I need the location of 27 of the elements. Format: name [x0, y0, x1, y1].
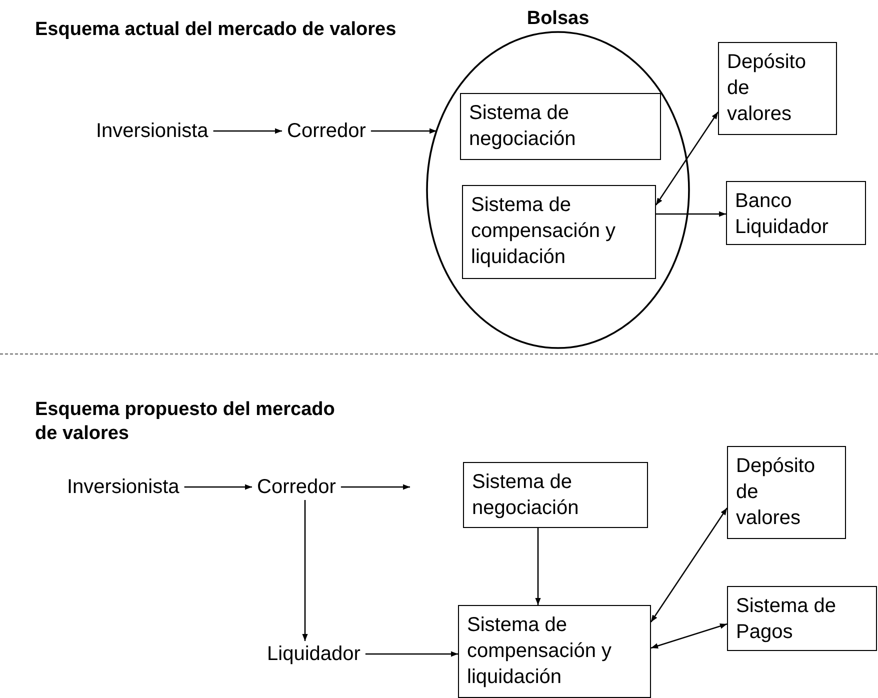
group-heading: Bolsas	[526, 8, 590, 30]
actor-label: Inversionista	[91, 118, 214, 144]
actor-label: Inversionista	[62, 474, 184, 500]
arrow	[302, 500, 308, 641]
process-box: Sistema de compensación y liquidación	[458, 605, 651, 698]
process-box: Banco Liquidador	[726, 181, 866, 245]
process-box: Sistema de negociación	[463, 462, 648, 528]
arrow	[370, 128, 436, 134]
actor-label: Corredor	[252, 474, 341, 500]
actor-label: Liquidador	[262, 641, 366, 667]
arrow	[650, 508, 728, 622]
arrow	[535, 528, 541, 605]
arrow	[184, 484, 252, 490]
process-box: Depósito de valores	[718, 42, 837, 135]
arrow	[650, 623, 728, 649]
arrow	[340, 484, 410, 490]
section-heading: Esquema actual del mercado de valores	[35, 18, 398, 42]
process-box: Sistema de Pagos	[727, 586, 877, 651]
arrow	[655, 112, 719, 206]
process-box: Sistema de compensación y liquidación	[462, 185, 656, 279]
actor-label: Corredor	[282, 118, 371, 144]
arrow	[213, 128, 282, 134]
arrow	[656, 211, 726, 217]
process-box: Depósito de valores	[727, 446, 846, 539]
section-heading: Esquema propuesto del mercado de valores	[35, 398, 336, 446]
arrow	[365, 651, 458, 657]
process-box: Sistema de negociación	[460, 93, 661, 160]
